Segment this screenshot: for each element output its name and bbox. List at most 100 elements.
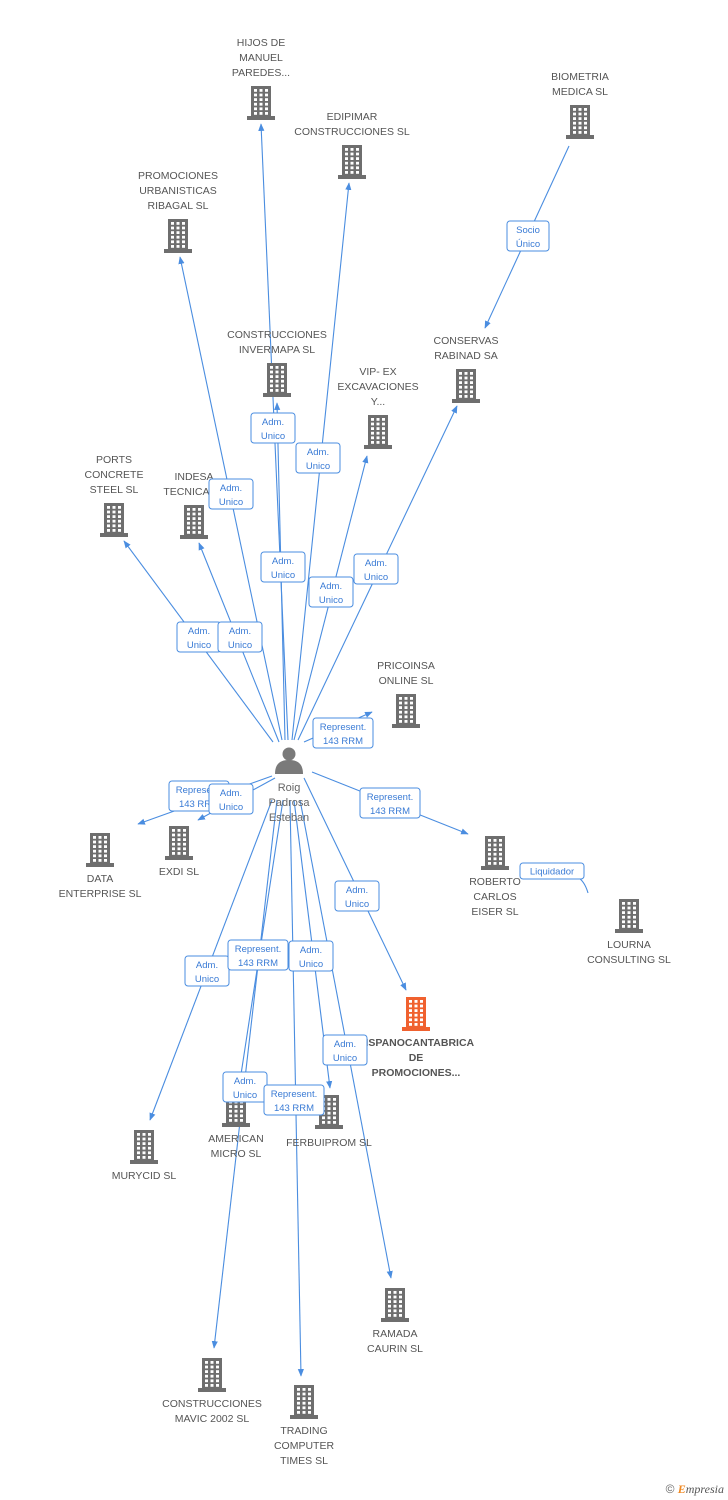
edge-label-box <box>208 783 254 815</box>
edge-label-text: Adm. <box>188 626 210 637</box>
edge-label-box <box>227 939 289 971</box>
edge-label-text: 143 RRM <box>179 799 219 810</box>
edge-label-center-mavic[interactable]: Adm.Unico <box>222 1071 268 1103</box>
edge-labels-layer: Adm.UnicoAdm.UnicoAdm.UnicoAdm.UnicoAdm.… <box>168 220 585 1116</box>
building-icon <box>263 363 291 397</box>
edge-label-center-american[interactable]: Represent.143 RRM <box>227 939 289 971</box>
building-icon <box>198 1358 226 1392</box>
edge-label-center-exdi[interactable]: Adm.Unico <box>208 783 254 815</box>
edge-label-box <box>519 862 585 880</box>
building-icon <box>338 145 366 179</box>
edge-label-center-hispano[interactable]: Adm. Unico <box>334 880 380 912</box>
edge-label-roberto-lourna[interactable]: Liquidador <box>519 862 585 880</box>
edge-label-center-ramada[interactable]: Adm. Unico <box>322 1034 368 1066</box>
edge-label-text: Adm. <box>300 945 322 956</box>
building-icon <box>402 997 430 1031</box>
edge-label-text: Adm. <box>346 885 368 896</box>
edge-label-center-roberto[interactable]: Represent.143 RRM <box>359 787 421 819</box>
edge-label-text: Socio <box>516 225 540 236</box>
edge-label-text: Adm. <box>365 558 387 569</box>
edge-label-center-ferbuiprom[interactable]: Adm. Unico <box>288 940 334 972</box>
edge-label-text: Adm. <box>334 1039 356 1050</box>
edge-label-text: Represent. <box>176 785 222 796</box>
edge-label-center-rabinad[interactable]: Adm. Unico <box>353 553 399 585</box>
edge-label-box <box>353 553 399 585</box>
edge-label-box <box>359 787 421 819</box>
edge-label-box <box>263 1084 325 1116</box>
edge-label-text: Liquidador <box>530 867 574 878</box>
building-icon <box>130 1130 158 1164</box>
brand-logo[interactable]: Empresia <box>677 1482 724 1496</box>
edge-label-text: Adm. <box>196 960 218 971</box>
edge-label-box <box>308 576 354 608</box>
edge-label-center-pricoinsa[interactable]: Represent.143 RRM <box>312 717 374 749</box>
building-icon <box>165 826 193 860</box>
copyright-symbol: © <box>665 1482 675 1496</box>
building-icon <box>164 219 192 253</box>
edge-label-text: Unico <box>333 1053 357 1064</box>
edge-label-center-vipex[interactable]: Adm.Unico <box>308 576 354 608</box>
edge-label-center-hijos[interactable]: Adm.Unico <box>250 412 296 444</box>
edge-label-text: 143 RRM <box>323 736 363 747</box>
edge-label-text: Unico <box>271 570 295 581</box>
edge-label-text: Unico <box>345 899 369 910</box>
edge-label-center-trading[interactable]: Represent.143 RRM <box>263 1084 325 1116</box>
edge-label-text: Unico <box>299 959 323 970</box>
edge-label-box <box>208 478 254 510</box>
edge-label-center-invermapa[interactable]: Adm.Unico <box>260 551 306 583</box>
node-ferbuiprom[interactable]: FERBUIPROM SL <box>286 1095 372 1149</box>
node-exdi[interactable]: EXDI SL <box>159 826 199 878</box>
edge-label-text: Unico <box>319 595 343 606</box>
edge-label-center-ports[interactable]: Adm.Unico <box>176 621 222 653</box>
edge-label-center-murycid[interactable]: Adm.Unico <box>184 955 230 987</box>
edge-label-box <box>184 955 230 987</box>
edge-label-center-indesa[interactable]: Adm.Unico <box>217 621 263 653</box>
building-icon <box>615 899 643 933</box>
edge-label-center-edipimar[interactable]: Adm.Unico <box>295 442 341 474</box>
building-icon <box>364 415 392 449</box>
node-label-murycid: MURYCID SL <box>112 1170 177 1182</box>
building-icon <box>481 836 509 870</box>
edge-label-box <box>250 412 296 444</box>
edge-label-box <box>506 220 550 252</box>
copyright-footer: © Empresia <box>666 1482 724 1497</box>
edge-label-center-ribagal[interactable]: Adm.Unico <box>208 478 254 510</box>
edge-label-text: 143 RRM <box>274 1103 314 1114</box>
edge-label-text: Unico <box>364 572 388 583</box>
node-murycid[interactable]: MURYCID SL <box>112 1130 177 1182</box>
building-icon <box>180 505 208 539</box>
edge-label-text: 143 RRM <box>370 806 410 817</box>
node-label-exdi: EXDI SL <box>159 866 199 878</box>
